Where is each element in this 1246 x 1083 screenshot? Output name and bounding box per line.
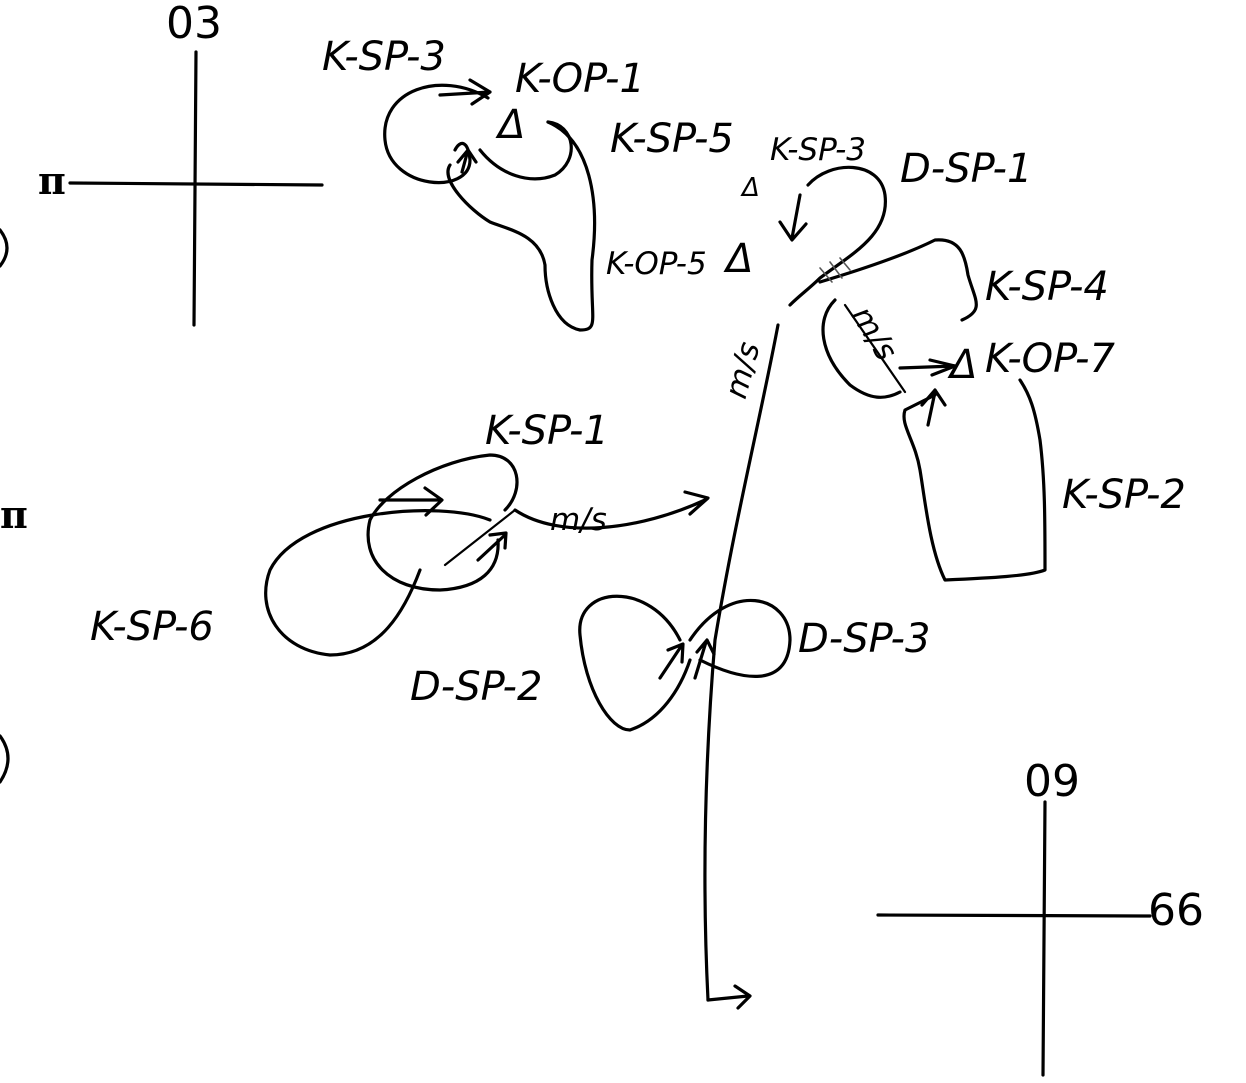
lower-middle-cluster: D-SP-2 D-SP-3 — [410, 594, 930, 732]
left-edge-fragments: π π — [0, 158, 66, 784]
k-sp-1-line — [443, 508, 517, 567]
label-m-s-vertical: m/s — [718, 338, 767, 402]
k-sp-1-arrow-right — [378, 486, 444, 517]
arrow-into-k-op-7 — [898, 358, 957, 377]
edge-fragment-middle: π — [0, 492, 28, 537]
grid-cross-bottom-right: 09 66 — [876, 756, 1204, 1077]
k-sp-5-body — [446, 120, 597, 332]
k-op-5-triangle: Δ — [723, 236, 753, 282]
upper-right-cluster: Δ K-SP-3 D-SP-1 K-SP-4 Δ K-OP-7 K-SP-2 — [740, 132, 1186, 582]
d-sp-3-loop — [688, 599, 792, 678]
label-k-sp-1: K-SP-1 — [485, 408, 609, 454]
edge-arc-top — [0, 228, 9, 268]
grid-cross-horizontal — [876, 913, 1152, 918]
label-k-sp-5: K-SP-5 — [610, 116, 734, 162]
d-sp-1-arrow-down — [778, 193, 808, 242]
k-sp-1-arrow-up — [476, 531, 508, 562]
k-sp-3-loop — [383, 83, 490, 185]
d-sp-1-loop — [788, 165, 887, 307]
label-k-sp-2: K-SP-2 — [1062, 472, 1186, 518]
k-sp-5-loop — [478, 120, 573, 181]
vertical-track-line — [703, 323, 780, 1002]
arrow-into-k-op-1 — [438, 78, 492, 106]
grid-cross-top-left: 03 — [68, 0, 324, 327]
edge-arc-bottom — [0, 734, 10, 784]
d-sp-2-loop — [578, 594, 692, 732]
grid-cross-vertical — [192, 50, 198, 327]
lower-left-cluster: K-SP-1 K-SP-6 m/s — [90, 408, 710, 657]
arrow-up-into-k-op-1 — [456, 148, 478, 174]
k-op-1-triangle: Δ — [495, 102, 525, 148]
label-k-op-5: K-OP-5 — [606, 246, 707, 282]
label-k-sp-3-small: K-SP-3 — [770, 132, 866, 168]
arrow-up-k-sp-2 — [920, 388, 947, 427]
label-d-sp-1: D-SP-1 — [900, 146, 1032, 192]
k-sp-4-shape — [818, 238, 978, 322]
upper-left-cluster: Δ K-SP-3 K-OP-1 K-SP-5 K-OP-5 Δ — [322, 34, 753, 332]
k-sp-4-line — [843, 303, 907, 394]
k-sp-4-return — [821, 298, 902, 399]
d-sp-arrow-right — [693, 638, 716, 680]
label-m-s-upper: m/s — [844, 300, 905, 367]
grid-label-03: 03 — [166, 0, 222, 49]
label-m-s-left: m/s — [550, 502, 607, 538]
label-d-sp-2: D-SP-2 — [410, 664, 542, 710]
label-k-sp-6: K-SP-6 — [90, 604, 214, 650]
grid-label-09: 09 — [1024, 756, 1080, 807]
m-s-left-arrow — [513, 490, 710, 530]
edge-fragment-top: π — [38, 158, 66, 203]
grid-cross-horizontal — [68, 181, 324, 187]
grid-cross-vertical — [1041, 800, 1047, 1077]
label-k-op-1: K-OP-1 — [515, 56, 645, 102]
grid-label-66: 66 — [1148, 885, 1204, 936]
k-sp-6-loop — [264, 509, 492, 657]
k-sp-1-loop — [366, 453, 519, 592]
vertical-track-end-arrow — [706, 984, 752, 1010]
label-k-sp-4: K-SP-4 — [985, 264, 1109, 310]
vertical-track: m/s m/s — [703, 300, 905, 1010]
k-sp-2-box — [902, 378, 1047, 582]
d-sp-arrow-left — [658, 642, 685, 680]
label-k-sp-3: K-SP-3 — [322, 34, 446, 80]
label-d-sp-3: D-SP-3 — [798, 616, 930, 662]
k-sp-4-hatch — [819, 257, 851, 283]
label-k-op-7: K-OP-7 — [985, 336, 1115, 382]
k-sp-3-small-triangle: Δ — [740, 173, 760, 203]
